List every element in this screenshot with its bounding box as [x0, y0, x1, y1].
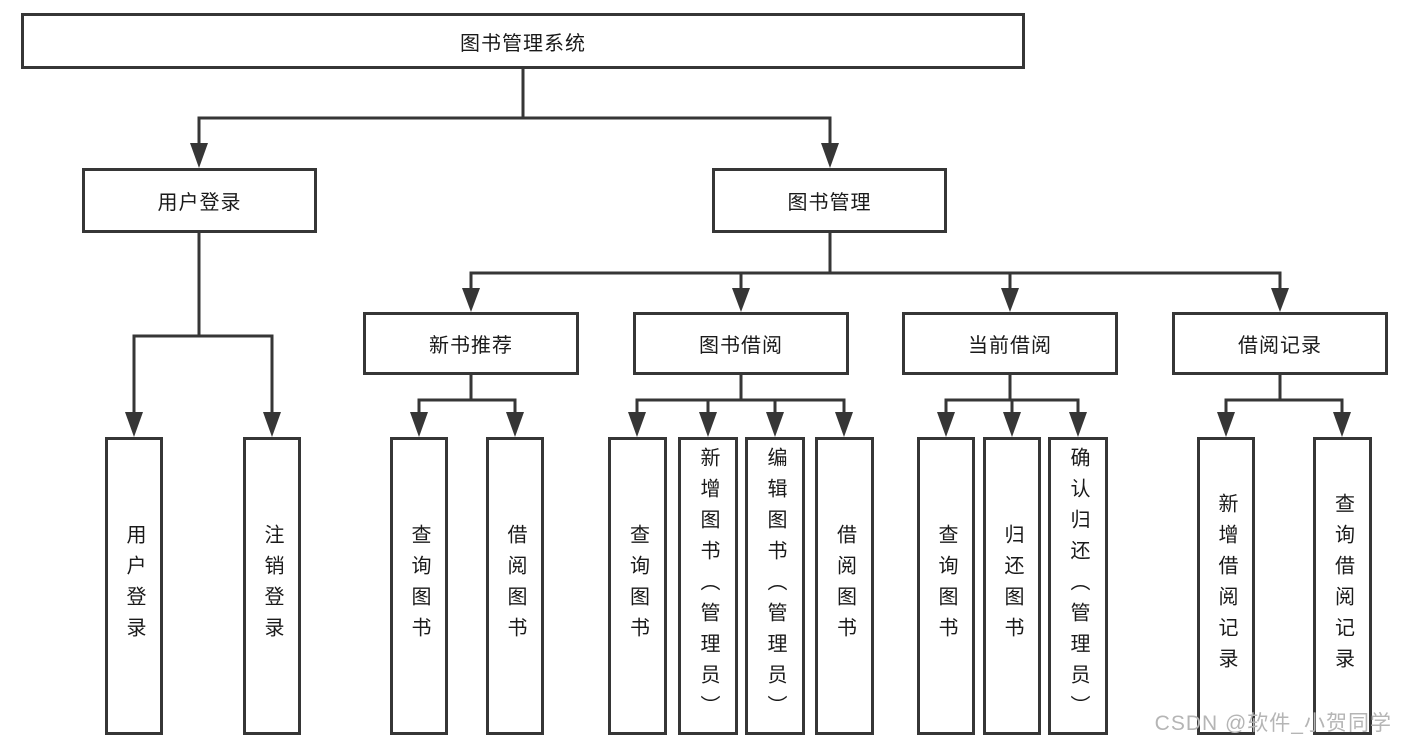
node-new-book-recommend: 新书推荐: [363, 312, 579, 375]
node-label: 借阅图书: [833, 524, 856, 648]
node-label: 用户登录: [123, 524, 145, 648]
node-label: 确认归还（管理员）: [1067, 447, 1089, 726]
node-label: 归还图书: [1001, 524, 1023, 648]
node-label: 图书管理系统: [460, 32, 586, 55]
leaf-records-query-record: 查询借阅记录: [1313, 437, 1372, 735]
leaf-logout: 注销登录: [243, 437, 301, 735]
node-label: 用户登录: [157, 192, 242, 214]
node-label: 新书推荐: [429, 335, 513, 357]
leaf-recommend-query-books: 查询图书: [390, 437, 448, 735]
node-label: 查询图书: [626, 524, 649, 648]
node-label: 查询图书: [935, 524, 957, 648]
node-label: 编辑图书（管理员）: [764, 447, 786, 726]
node-borrow-records: 借阅记录: [1172, 312, 1388, 375]
node-label: 借阅图书: [504, 524, 526, 648]
csdn-watermark: CSDN @软件_小贺同学: [1154, 712, 1392, 735]
node-label: 当前借阅: [968, 335, 1052, 357]
leaf-records-add-record: 新增借阅记录: [1197, 437, 1255, 735]
leaf-current-return-books: 归还图书: [983, 437, 1041, 735]
node-label: 注销登录: [261, 524, 283, 648]
node-label: 新增图书（管理员）: [697, 447, 719, 726]
leaf-current-confirm-return-admin: 确认归还（管理员）: [1048, 437, 1108, 735]
node-user-login: 用户登录: [82, 168, 317, 233]
leaf-borrow-borrow-books: 借阅图书: [815, 437, 874, 735]
leaf-current-query-books: 查询图书: [917, 437, 975, 735]
leaf-borrow-add-book-admin: 新增图书（管理员）: [678, 437, 738, 735]
node-book-borrow: 图书借阅: [633, 312, 849, 375]
leaf-borrow-edit-book-admin: 编辑图书（管理员）: [745, 437, 805, 735]
leaf-borrow-query-books: 查询图书: [608, 437, 667, 735]
node-book-management: 图书管理: [712, 168, 947, 233]
node-label: 图书借阅: [699, 335, 783, 357]
node-label: 查询借阅记录: [1331, 493, 1354, 679]
node-label: 新增借阅记录: [1215, 493, 1237, 679]
leaf-recommend-borrow-books: 借阅图书: [486, 437, 544, 735]
leaf-user-login: 用户登录: [105, 437, 163, 735]
node-label: 查询图书: [408, 524, 430, 648]
node-label: 借阅记录: [1238, 335, 1322, 357]
node-label: 图书管理: [787, 192, 872, 214]
node-root-system: 图书管理系统: [21, 13, 1025, 69]
node-current-borrow: 当前借阅: [902, 312, 1118, 375]
